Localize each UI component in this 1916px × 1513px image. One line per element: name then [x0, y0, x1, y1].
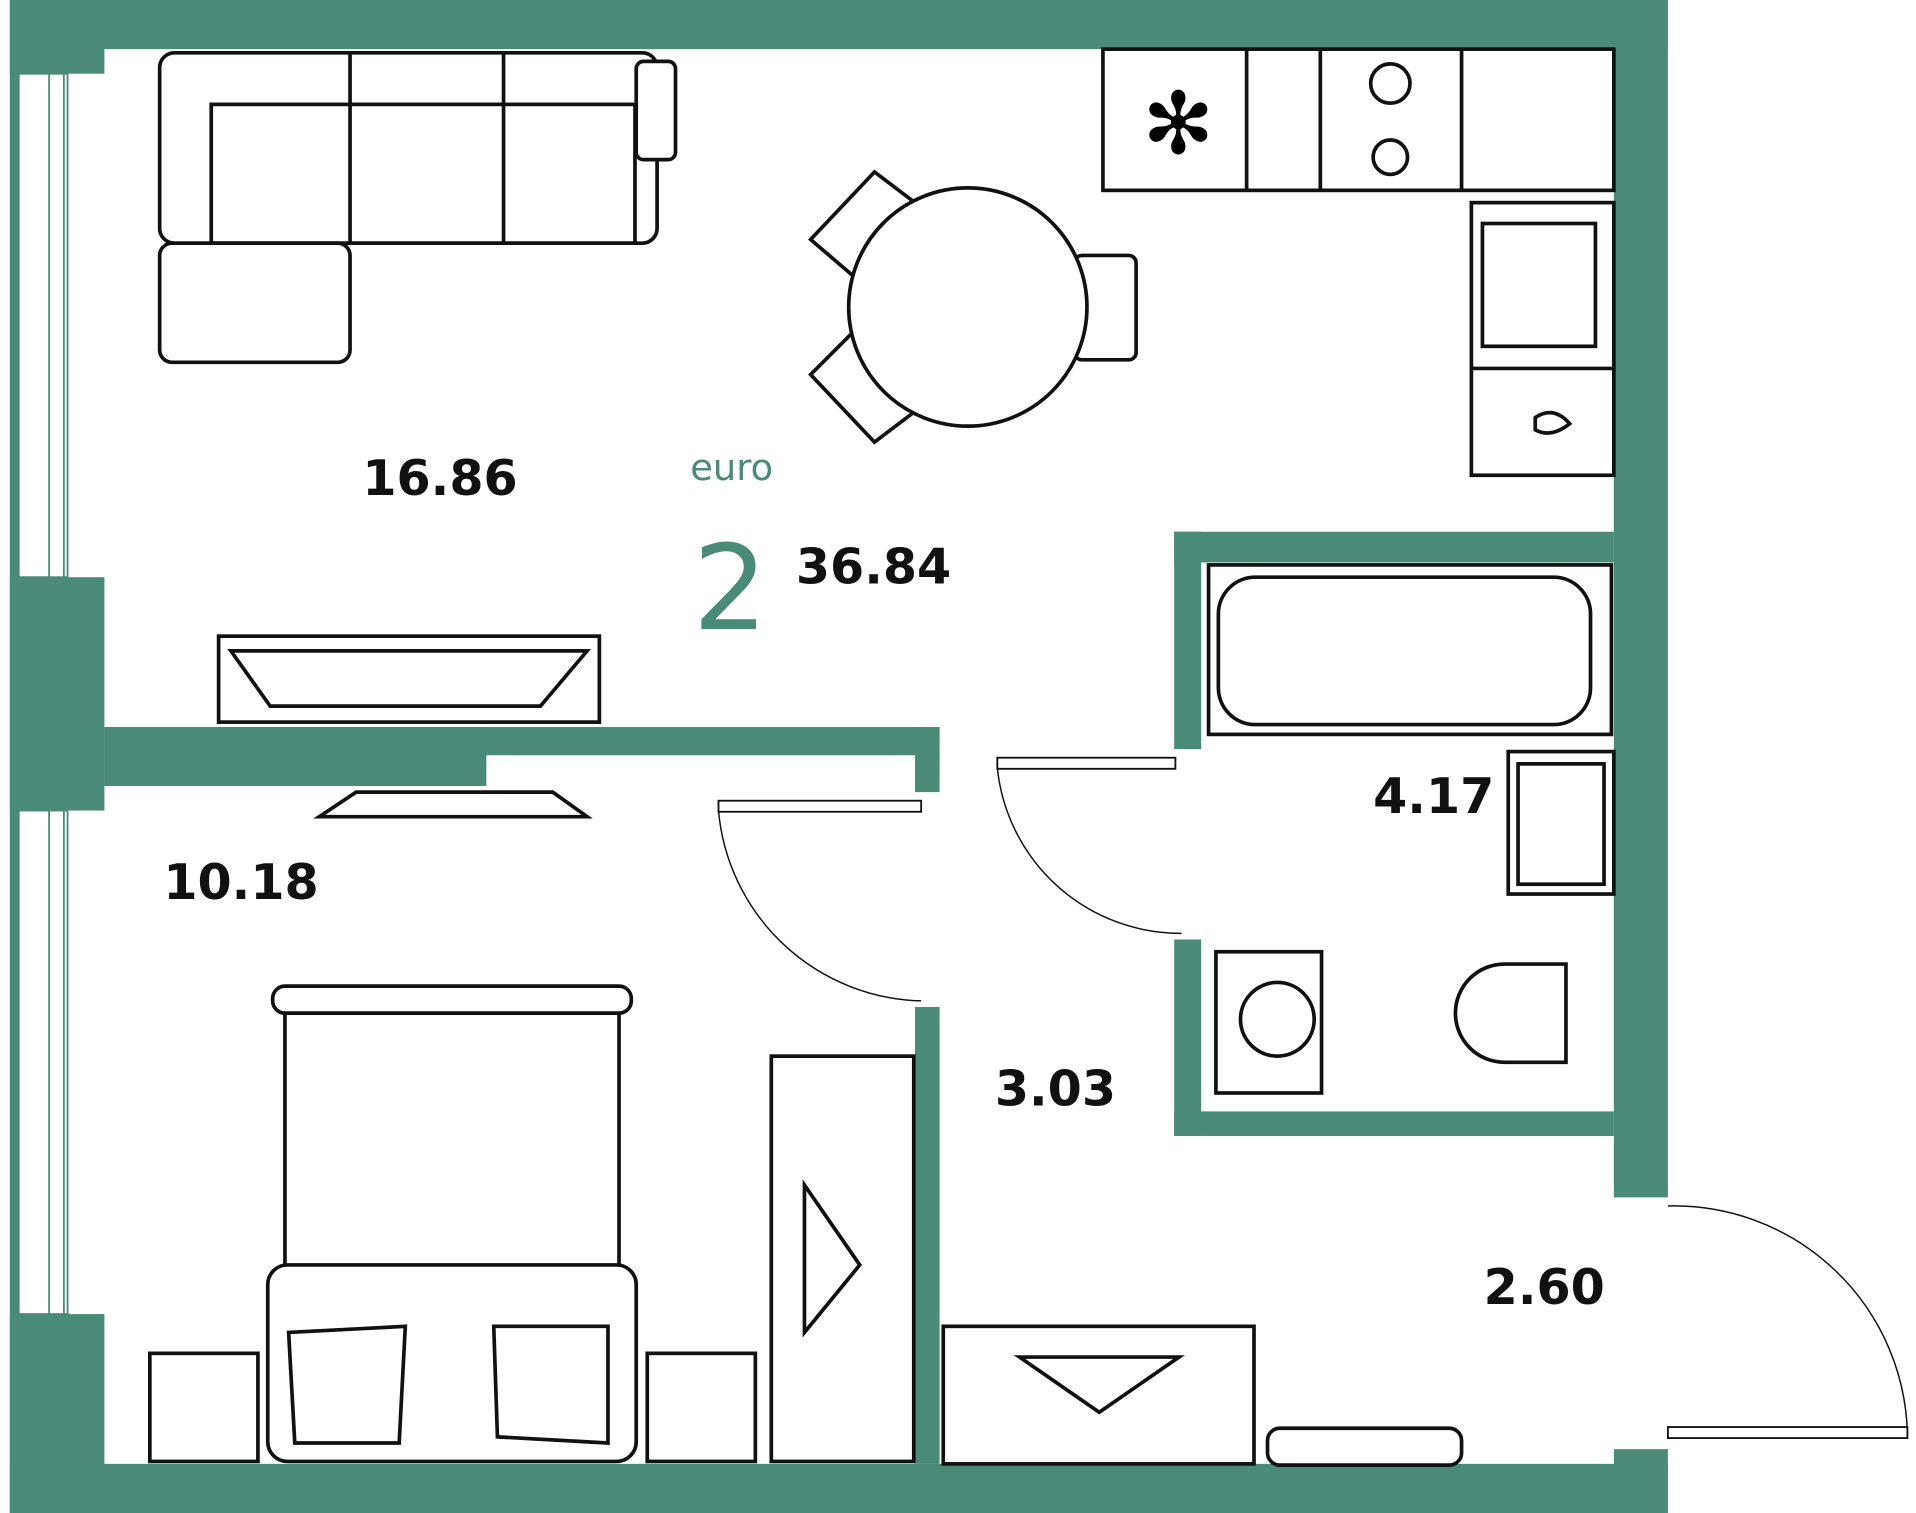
rooms-count: 2	[693, 520, 768, 657]
kitchen: ✻	[1101, 47, 1616, 478]
snowflake-icon: ✻	[1142, 75, 1214, 175]
bed	[147, 984, 758, 1464]
bathroom-fixtures	[1206, 563, 1616, 1095]
wardrobes	[769, 1054, 1464, 1467]
living-room-area: 16.86	[362, 449, 517, 507]
sofa	[157, 50, 678, 365]
dining-table	[807, 169, 1138, 445]
total-area: 36.84	[796, 537, 951, 595]
bathroom-area: 4.17	[1373, 767, 1494, 825]
doors	[717, 756, 1909, 1440]
walls	[9, 0, 1668, 1513]
bedroom-area: 10.18	[163, 853, 318, 911]
hall-area: 2.60	[1484, 1258, 1605, 1316]
brand-label: euro	[690, 446, 773, 489]
tv-stand	[216, 634, 602, 819]
corridor-area: 3.03	[995, 1059, 1116, 1117]
